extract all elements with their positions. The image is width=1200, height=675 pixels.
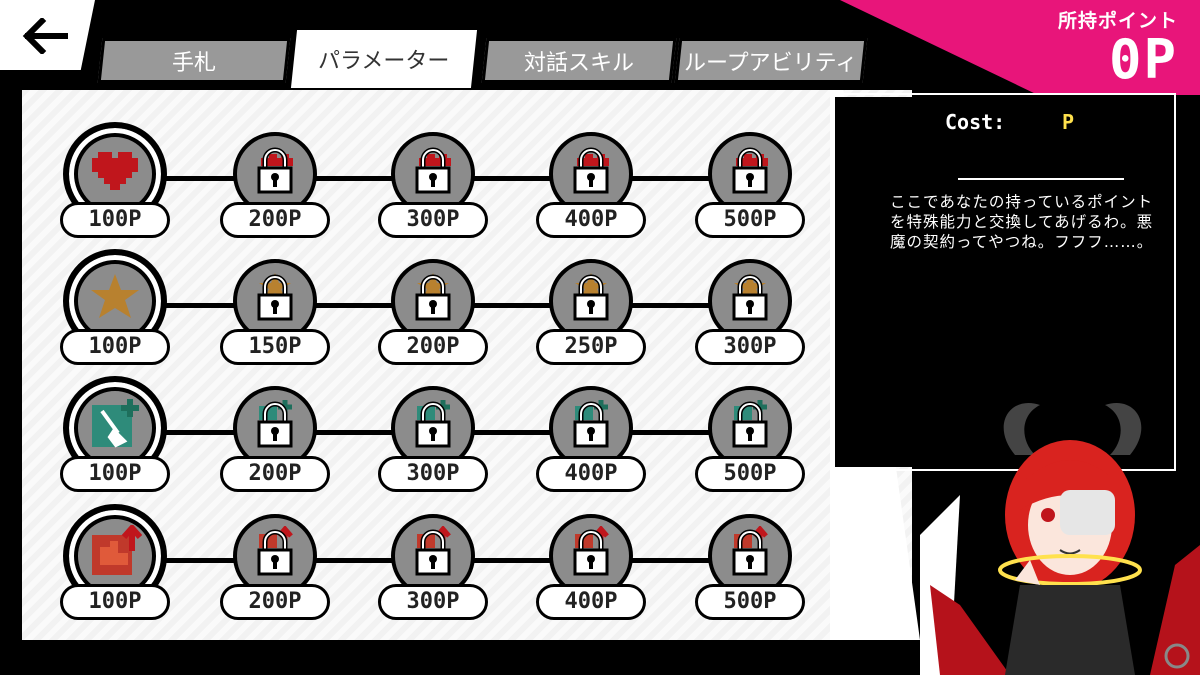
price-label: 200P <box>378 329 488 365</box>
star-icon <box>89 272 141 326</box>
back-button[interactable] <box>0 0 95 70</box>
price-label: 500P <box>695 584 805 620</box>
price-label: 150P <box>220 329 330 365</box>
tab-loop-abilities[interactable]: ループアビリティ <box>674 38 868 83</box>
points-display: 所持ポイント 0P <box>840 0 1200 95</box>
arrow-left-icon <box>22 18 68 54</box>
tab-label: ループアビリティ <box>684 50 858 76</box>
lock-icon <box>567 525 615 582</box>
price-label: 400P <box>536 202 646 238</box>
tab-dialogue-skills[interactable]: 対話スキル <box>481 38 677 83</box>
price-label: 200P <box>220 456 330 492</box>
lock-icon <box>409 144 457 200</box>
shovel-plus-icon <box>88 397 142 455</box>
lock-icon <box>726 271 774 327</box>
tab-hand[interactable]: 手札 <box>97 38 291 83</box>
price-label: 300P <box>695 329 805 365</box>
lock-icon <box>726 398 774 454</box>
lock-icon <box>567 144 615 200</box>
price-label: 300P <box>378 202 488 238</box>
tab-parameters[interactable]: パラメーター <box>290 30 478 88</box>
lock-icon <box>251 271 299 327</box>
lock-icon <box>251 144 299 200</box>
watermark-logo <box>1164 643 1190 669</box>
tab-label: 対話スキル <box>523 50 634 76</box>
lock-icon <box>251 525 299 582</box>
muscle-arrow-icon <box>88 523 143 583</box>
lock-icon <box>567 271 615 327</box>
lock-icon <box>567 398 615 454</box>
price-label: 300P <box>378 584 488 620</box>
lock-icon <box>726 144 774 200</box>
cost-value: P <box>1062 110 1075 134</box>
lock-icon <box>409 398 457 454</box>
heart-icon <box>90 148 140 196</box>
price-label: 400P <box>536 584 646 620</box>
tab-label: 手札 <box>171 50 216 76</box>
price-label: 500P <box>695 202 805 238</box>
price-label: 500P <box>695 456 805 492</box>
lock-icon <box>409 271 457 327</box>
points-label: 所持ポイント <box>1057 10 1178 32</box>
lock-icon <box>251 398 299 454</box>
price-label: 200P <box>220 202 330 238</box>
price-label: 100P <box>60 202 170 238</box>
cost-label: Cost: <box>945 110 1006 134</box>
lock-icon <box>409 525 457 582</box>
lock-icon <box>726 525 774 582</box>
price-label: 250P <box>536 329 646 365</box>
upgrade-node-locked[interactable] <box>233 514 317 598</box>
points-value: 0P <box>1108 28 1178 91</box>
price-label: 200P <box>220 584 330 620</box>
price-label: 100P <box>60 456 170 492</box>
price-label: 400P <box>536 456 646 492</box>
price-label: 100P <box>60 329 170 365</box>
info-panel-border <box>831 93 1176 471</box>
info-description: ここであなたの持っているポイントを特殊能力と交換してあげるわ。悪魔の契約ってやつ… <box>890 193 1154 251</box>
tab-label: パラメーター <box>318 49 450 74</box>
demon-girl-character <box>920 403 1200 675</box>
info-divider <box>958 178 1124 180</box>
price-label: 300P <box>378 456 488 492</box>
price-label: 100P <box>60 584 170 620</box>
